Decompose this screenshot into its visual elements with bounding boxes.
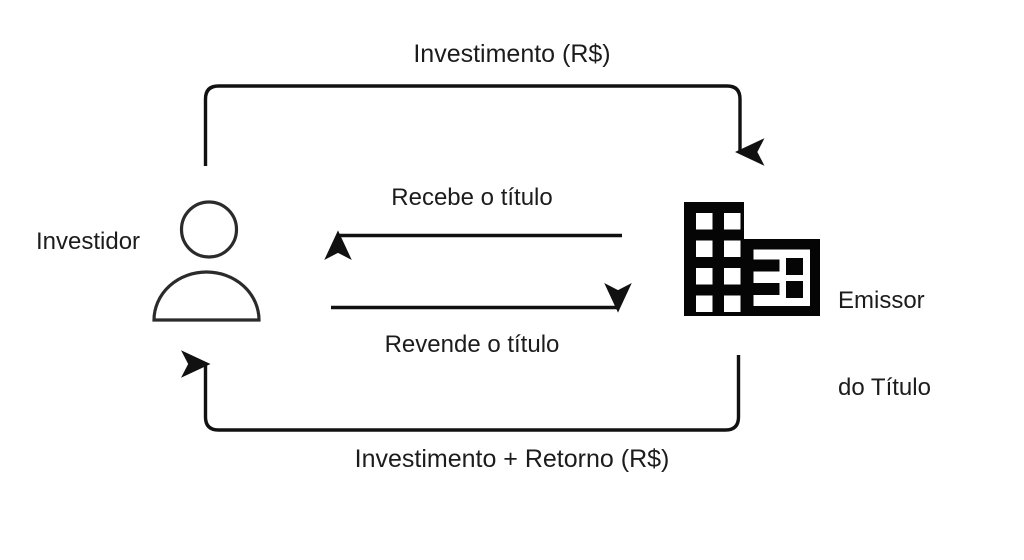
edge-label-receive-bond: Recebe o título (391, 184, 553, 211)
building-right-window-upper (786, 258, 803, 275)
edge-label-investment: Investimento (R$) (413, 40, 611, 68)
building-tab-upper (753, 259, 780, 272)
node-label-investor: Investidor (36, 228, 141, 255)
building-icon (684, 202, 820, 316)
node-label-issuer-line1: Emissor (838, 286, 925, 314)
building-tab-lower (753, 283, 780, 295)
person-icon (152, 200, 261, 322)
node-label-issuer: Emissor do Título (838, 227, 931, 461)
edge-investment-return-path (181, 350, 741, 432)
person-head-icon (179, 200, 239, 259)
building-left-windows (696, 213, 741, 312)
edge-label-investment-return: Investimento + Retorno (R$) (354, 445, 670, 473)
node-label-issuer-line2: do Título (838, 374, 931, 402)
edge-label-resell-bond: Revende o título (384, 331, 560, 358)
building-right-window-lower (786, 281, 803, 298)
person-body-icon (152, 270, 261, 322)
edge-investment-path (203, 84, 765, 166)
